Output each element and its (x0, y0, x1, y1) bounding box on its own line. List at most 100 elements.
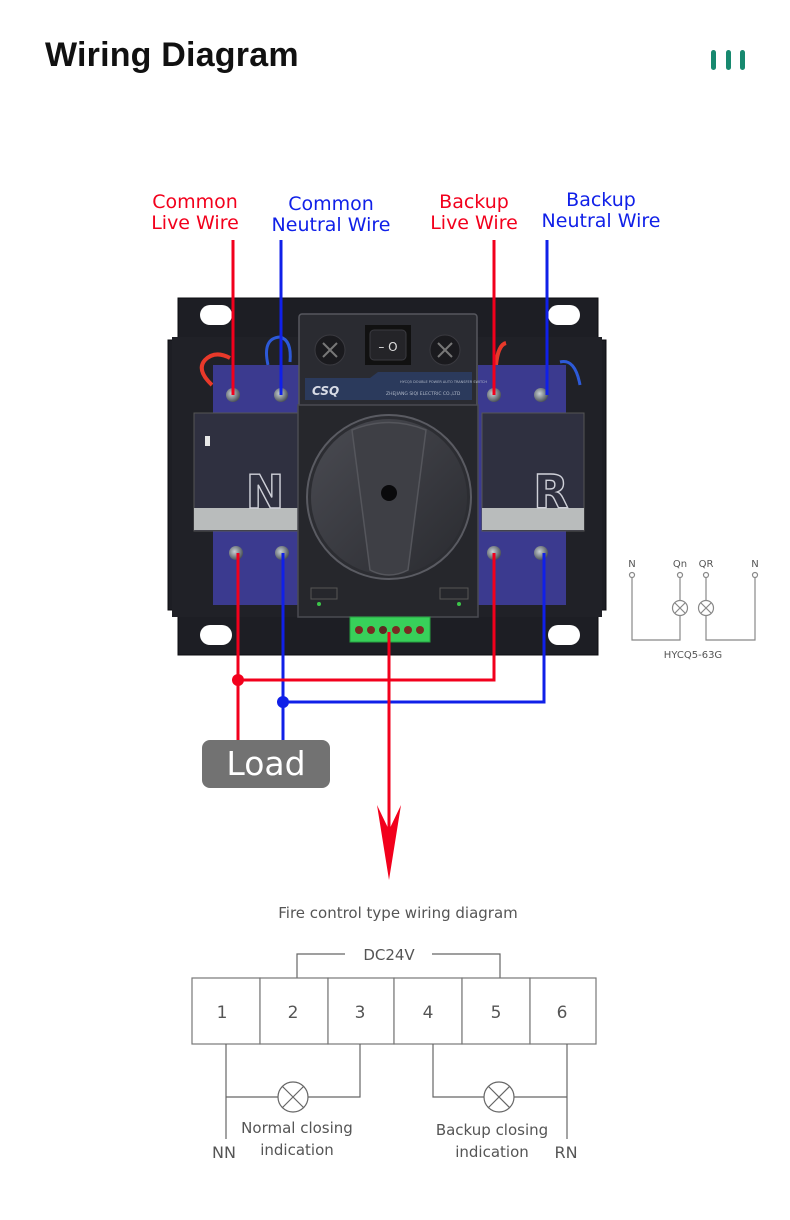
menu-bar (725, 50, 731, 70)
terminal-number: 3 (355, 1003, 366, 1023)
normal-closing-label-line2: indication (260, 1141, 334, 1159)
terminal-cell (461, 977, 531, 1045)
terminal-node (676, 571, 684, 579)
dc-line-right (432, 953, 501, 978)
terminal-screw (379, 626, 387, 634)
screw (229, 546, 243, 560)
neutral-junction-dot (277, 696, 289, 708)
lamp-cross (281, 1085, 305, 1109)
terminal-screw (404, 626, 412, 634)
mounting-slot (548, 625, 580, 645)
arrow-down-icon (377, 805, 401, 880)
common-live-wire-label: Common Live Wire (140, 192, 250, 234)
mounting-slot (200, 625, 232, 645)
label-line: Backup (439, 191, 509, 213)
schematic-line (631, 578, 681, 641)
common-neutral-wire-label: Common Neutral Wire (262, 194, 400, 236)
backup-live-wire-label: Backup Live Wire (420, 192, 528, 234)
indicator-schematic: N Qn QR N HYCQ5-63G (628, 559, 758, 661)
lamp-cross (700, 602, 712, 614)
fire-control-title: Fire control type wiring diagram (278, 904, 518, 922)
backup-neutral-wire-label: Backup Neutral Wire (532, 190, 670, 232)
screw (534, 388, 548, 402)
schematic-model-label: HYCQ5-63G (664, 650, 722, 661)
n-on-label (310, 587, 338, 600)
circuit-line (308, 1044, 361, 1098)
terminal-number: 4 (423, 1003, 434, 1023)
normal-closing-label-line1: Normal closing (241, 1119, 353, 1137)
terminal-cell (529, 977, 597, 1045)
circuit-line (432, 1044, 484, 1098)
terminal-qn-label: Qn (673, 559, 687, 570)
backup-live-bridge (238, 553, 496, 682)
lamp-cross (674, 602, 686, 614)
right-breaker-stripe (482, 508, 584, 530)
terminal-screw (416, 626, 424, 634)
red-wire-loop (494, 341, 507, 366)
terminal-qr-label: QR (699, 559, 714, 570)
nn-label: NN (212, 1143, 236, 1162)
rn-label: RN (554, 1143, 577, 1162)
terminal-number: 6 (557, 1003, 568, 1023)
blue-wire-loop (559, 359, 582, 386)
r-on-label (439, 587, 469, 600)
label-line: Backup (566, 189, 636, 211)
terminal-row (191, 977, 597, 1045)
label-line: Live Wire (430, 212, 518, 234)
backup-closing-label-line2: indication (455, 1143, 529, 1161)
lamp-icon (671, 599, 689, 617)
backup-lamp-icon (483, 1081, 515, 1113)
red-wire-loop (199, 352, 231, 387)
menu-bar (711, 50, 716, 70)
label-plate (305, 372, 472, 400)
left-breaker-indicator (205, 436, 210, 446)
screw (534, 546, 548, 560)
model-text: HYCQ5 DOUBLE POWER AUTO TRANSFER SWITCH (400, 380, 487, 384)
terminal-n2-label: N (751, 559, 758, 570)
label-line: Neutral Wire (271, 214, 391, 236)
page-title: Wiring Diagram (45, 36, 299, 74)
menu-bar (740, 50, 745, 70)
rocker-switch-symbol: – O (378, 340, 397, 354)
normal-lamp-icon (277, 1081, 309, 1113)
live-junction-dot (232, 674, 244, 686)
terminal-number: 2 (288, 1003, 299, 1023)
rocker-switch[interactable] (369, 329, 407, 361)
left-breaker-letter: N (246, 465, 285, 519)
label-line: Neutral Wire (541, 210, 661, 232)
knob-hole (381, 485, 397, 501)
terminal-screw (367, 626, 375, 634)
indicator-circuits (225, 1044, 568, 1139)
led-indicator (457, 602, 461, 606)
brand-logo: CSQ (312, 384, 339, 398)
terminal-node (751, 571, 759, 579)
schematic-line (705, 578, 756, 641)
dc-line-left (296, 953, 345, 978)
mounting-slot (548, 305, 580, 325)
menu-bars-icon[interactable] (711, 50, 745, 72)
backup-closing-label-line1: Backup closing (436, 1121, 548, 1139)
led-indicator (317, 602, 321, 606)
wiring-lines (231, 240, 549, 880)
cross-icon (437, 342, 453, 358)
lamp-cross (487, 1085, 511, 1109)
terminal-node (628, 571, 636, 579)
label-line: Common (288, 193, 374, 215)
terminal-screws-green (355, 626, 424, 634)
right-breaker-letter: R (533, 465, 568, 519)
dc24v-label: DC24V (363, 946, 415, 964)
left-breaker-stripe (194, 508, 298, 530)
terminal-screw (392, 626, 400, 634)
terminal-number: 5 (491, 1003, 502, 1023)
backup-neutral-bridge (283, 553, 546, 704)
terminal-cell (259, 977, 329, 1045)
fire-control-diagram: Fire control type wiring diagram DC24V 1… (191, 904, 597, 1162)
terminal-node (702, 571, 710, 579)
terminal-cell (327, 977, 395, 1045)
label-line: Live Wire (151, 212, 239, 234)
terminal-cell (393, 977, 463, 1045)
terminal-screw (355, 626, 363, 634)
mounting-slot (200, 305, 232, 325)
terminal-n-label: N (628, 559, 635, 570)
